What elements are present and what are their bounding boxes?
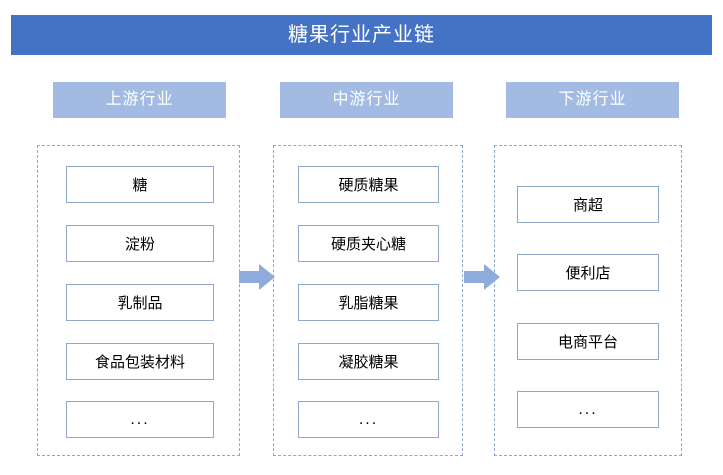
list-item-ellipsis: ... (298, 401, 439, 438)
group-upstream: 糖 淀粉 乳制品 食品包装材料 ... (37, 145, 240, 456)
list-item: 淀粉 (66, 225, 214, 262)
group-midstream: 硬质糖果 硬质夹心糖 乳脂糖果 凝胶糖果 ... (273, 145, 463, 456)
column-header-upstream: 上游行业 (53, 82, 226, 118)
list-item: 电商平台 (517, 323, 659, 360)
group-downstream: 商超 便利店 电商平台 ... (494, 145, 682, 456)
list-item: 乳脂糖果 (298, 284, 439, 321)
arrow-right-icon (239, 264, 275, 290)
list-item: 乳制品 (66, 284, 214, 321)
list-item: 商超 (517, 186, 659, 223)
list-item: 糖 (66, 166, 214, 203)
list-item: 便利店 (517, 254, 659, 291)
column-header-midstream: 中游行业 (280, 82, 453, 118)
list-item: 硬质夹心糖 (298, 225, 439, 262)
list-item: 食品包装材料 (66, 343, 214, 380)
list-item-ellipsis: ... (517, 391, 659, 428)
list-item-ellipsis: ... (66, 401, 214, 438)
list-item: 凝胶糖果 (298, 343, 439, 380)
list-item: 硬质糖果 (298, 166, 439, 203)
column-header-downstream: 下游行业 (506, 82, 679, 118)
arrow-right-icon (464, 264, 500, 290)
page-title: 糖果行业产业链 (11, 15, 712, 55)
